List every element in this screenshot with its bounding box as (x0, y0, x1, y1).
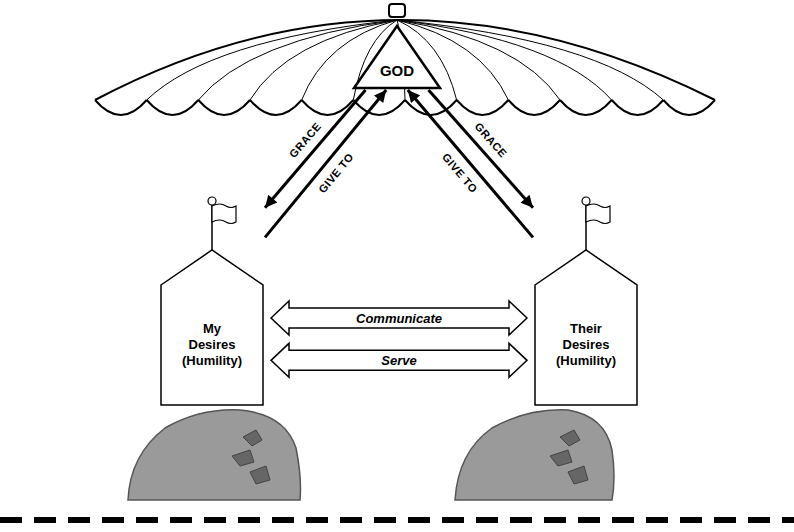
canopy-scallop (250, 100, 302, 115)
rocks (550, 430, 588, 484)
canopy-scallop (663, 100, 715, 115)
mountains (128, 410, 614, 500)
node-outline (352, 24, 442, 90)
edge-label: GIVE TO (438, 148, 482, 197)
edge-label: GRACE (471, 118, 512, 162)
god-label: GOD (380, 62, 414, 79)
umbrella-handle (389, 4, 405, 17)
text-area: GOD (352, 54, 442, 87)
edge-label: GIVE TO (315, 148, 359, 197)
text-area: My Desires (Humility) (159, 290, 265, 399)
node-outline (159, 195, 265, 407)
flag (586, 204, 610, 224)
edge-label: Communicate (353, 310, 445, 325)
block-arrow (271, 301, 527, 335)
canopy-scallop (612, 100, 664, 115)
umbrella-ribs (147, 20, 664, 100)
house-outline (535, 250, 637, 405)
house-label: Their Desires (Humility) (556, 321, 616, 369)
pole-ball (208, 197, 216, 205)
triangle-outline (354, 26, 440, 88)
canopy-scallop (353, 100, 405, 115)
text-area: Their Desires (Humility) (533, 290, 639, 399)
arrow (429, 90, 534, 208)
god-triangle: GOD (352, 24, 442, 90)
house-outline (161, 250, 263, 405)
canopy-scallop (457, 100, 509, 115)
umbrella-canopy (95, 20, 715, 100)
house-box: Their Desires (Humility) (533, 195, 639, 407)
umbrella (95, 4, 715, 115)
arrow (265, 90, 366, 208)
arrow (408, 90, 533, 237)
canopy-scallop (95, 100, 147, 115)
dashed-ground-line (0, 517, 794, 523)
arrow (265, 90, 386, 237)
node-outline (533, 195, 639, 407)
house-label: My Desires (Humility) (182, 321, 242, 369)
edge-label: GRACE (284, 118, 325, 162)
canopy-scallop (147, 100, 199, 115)
block-arrow (271, 343, 527, 377)
flag (212, 204, 236, 224)
canopy-scallop (508, 100, 560, 115)
mountain (128, 410, 301, 500)
house-box: My Desires (Humility) (159, 195, 265, 407)
edge-label: Serve (378, 353, 419, 368)
canopy-scallop (560, 100, 612, 115)
pole-ball (582, 197, 590, 205)
mountain (455, 410, 614, 500)
umbrella-scallops (95, 100, 715, 115)
canopy-scallop (198, 100, 250, 115)
rocks (232, 430, 270, 484)
